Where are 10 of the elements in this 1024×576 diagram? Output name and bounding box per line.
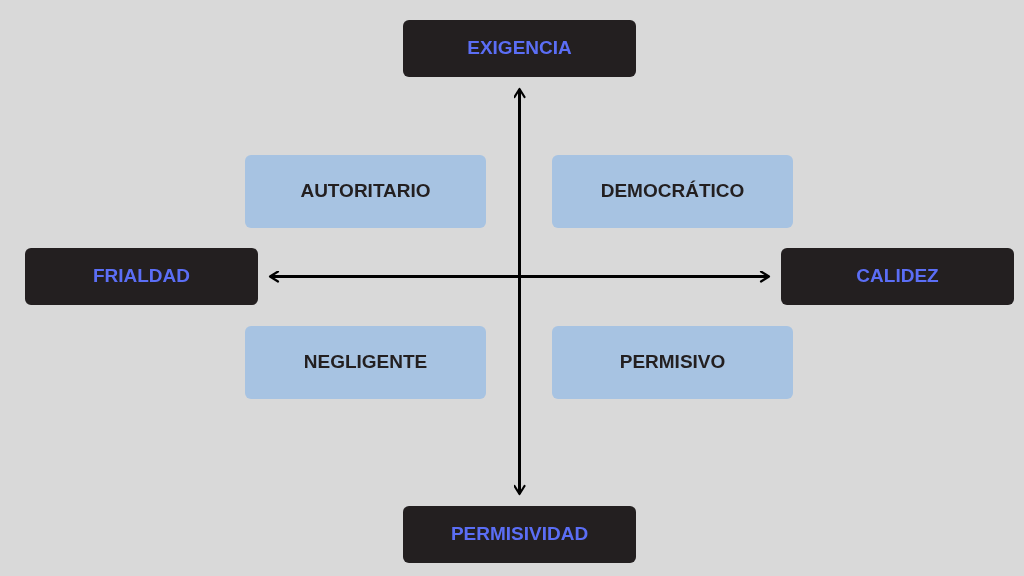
style-box: PERMISIVO [552, 326, 793, 399]
dimension-box: CALIDEZ [781, 248, 1014, 305]
double-arrow [268, 270, 771, 283]
dimension-box: EXIGENCIA [403, 20, 636, 77]
style-box: DEMOCRÁTICO [552, 155, 793, 228]
dimension-box: FRIALDAD [25, 248, 258, 305]
style-box: NEGLIGENTE [245, 326, 486, 399]
style-box: AUTORITARIO [245, 155, 486, 228]
double-arrow [513, 87, 526, 496]
dimension-box: PERMISIVIDAD [403, 506, 636, 563]
